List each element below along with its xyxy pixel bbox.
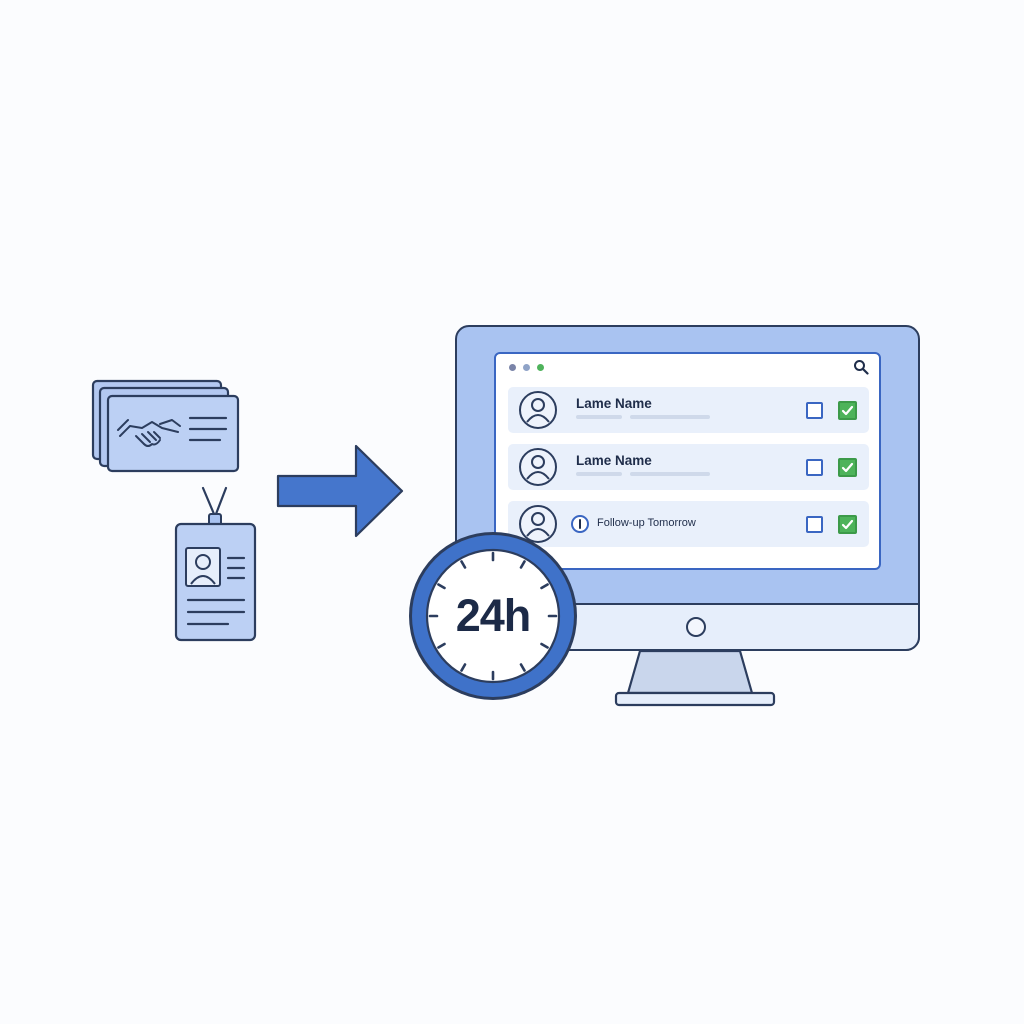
placeholder-line — [576, 415, 622, 419]
placeholder-line — [630, 415, 710, 419]
checkbox-checked-icon[interactable] — [838, 515, 857, 534]
power-button[interactable] — [686, 617, 706, 637]
checkbox-empty-icon[interactable] — [806, 402, 823, 419]
browser-bar — [496, 354, 879, 380]
clock-tick — [540, 583, 549, 590]
clock-tick — [519, 663, 526, 672]
checkbox-checked-icon[interactable] — [838, 401, 857, 420]
placeholder-line — [630, 472, 710, 476]
clock-tick — [460, 663, 467, 672]
clock-label: 24h — [455, 590, 532, 641]
window-dot-close[interactable] — [509, 364, 516, 371]
handshake-icon — [117, 419, 181, 447]
crm-screen: Lame Name Lame Name — [494, 352, 881, 570]
clock-tick — [540, 642, 549, 649]
followup-label: Follow-up Tomorrow — [597, 517, 696, 529]
clock-icon — [409, 532, 577, 700]
user-avatar-icon — [519, 448, 557, 486]
clock-tick — [437, 583, 446, 590]
checkbox-empty-icon[interactable] — [806, 516, 823, 533]
contact-row[interactable]: Follow-up Tomorrow — [508, 501, 869, 547]
checkbox-empty-icon[interactable] — [806, 459, 823, 476]
clock-tick — [437, 642, 446, 649]
clock-tick — [519, 560, 526, 569]
contact-row[interactable]: Lame Name — [508, 444, 869, 490]
clock-tick — [460, 560, 467, 569]
user-avatar-icon — [519, 505, 557, 543]
checkbox-checked-icon[interactable] — [838, 458, 857, 477]
contact-row[interactable]: Lame Name — [508, 387, 869, 433]
info-icon — [571, 515, 589, 533]
user-avatar-icon — [519, 391, 557, 429]
arrow-right-icon — [276, 444, 404, 538]
id-badge-icon — [174, 486, 257, 642]
placeholder-line — [576, 472, 622, 476]
contact-name: Lame Name — [576, 396, 652, 411]
window-dot-minimize[interactable] — [523, 364, 530, 371]
contact-name: Lame Name — [576, 453, 652, 468]
business-cards-icon — [91, 379, 240, 473]
window-dot-maximize[interactable] — [537, 364, 544, 371]
search-icon[interactable] — [853, 359, 869, 375]
monitor-stand — [614, 651, 776, 707]
